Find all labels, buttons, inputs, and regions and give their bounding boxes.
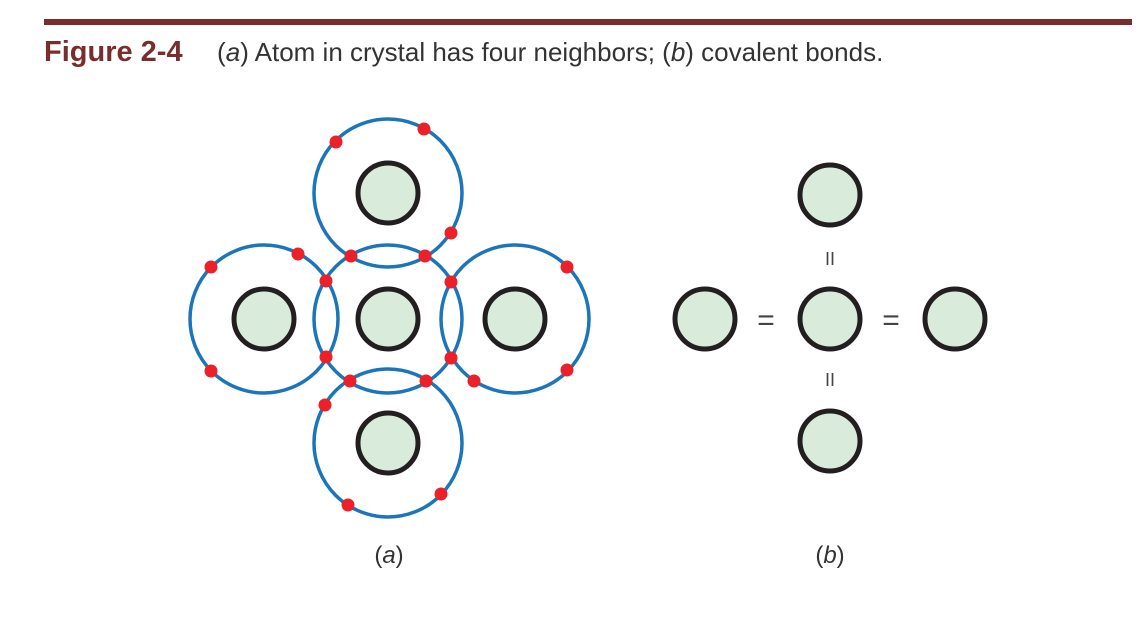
electron bbox=[418, 249, 432, 263]
bond-left: = bbox=[757, 304, 775, 337]
electron bbox=[444, 275, 458, 289]
electron bbox=[319, 274, 333, 288]
bond-bottom: II bbox=[825, 370, 835, 390]
atom-left bbox=[672, 286, 738, 352]
electron bbox=[560, 363, 574, 377]
panel-b-label: (b) bbox=[815, 542, 844, 569]
nucleus-left bbox=[231, 286, 297, 352]
atom-right bbox=[922, 286, 988, 352]
nucleus-bottom bbox=[355, 410, 421, 476]
figure-label: Figure 2-4 bbox=[44, 36, 183, 68]
atom-top bbox=[797, 162, 863, 228]
electron bbox=[204, 260, 218, 274]
electron bbox=[444, 226, 458, 240]
top-rule bbox=[44, 19, 1132, 25]
panel-a-label: (a) bbox=[374, 542, 403, 569]
atom-bottom bbox=[797, 408, 863, 474]
bond-top: II bbox=[825, 249, 835, 269]
nucleus-top bbox=[355, 160, 421, 226]
nucleus-right bbox=[482, 286, 548, 352]
electron bbox=[419, 374, 433, 388]
bond-right: = bbox=[882, 304, 900, 337]
orbit-center bbox=[312, 243, 464, 395]
electron bbox=[343, 374, 357, 388]
atom-center bbox=[797, 286, 863, 352]
caption-part: a bbox=[225, 37, 241, 67]
orbit-left bbox=[188, 243, 340, 395]
panel-a-crystal-atoms bbox=[188, 117, 591, 519]
nucleus-center bbox=[355, 286, 421, 352]
electron bbox=[417, 122, 431, 136]
caption-part: b bbox=[670, 37, 686, 67]
figure-caption: Figure 2-4 (a) Atom in crystal has four … bbox=[44, 36, 883, 69]
caption-part: ) Atom in crystal has four neighbors; ( bbox=[240, 37, 671, 67]
electron bbox=[434, 487, 448, 501]
electron bbox=[467, 374, 481, 388]
panel-b-covalent-bonds bbox=[672, 162, 988, 474]
electron bbox=[318, 398, 332, 412]
caption-part: ) covalent bonds. bbox=[685, 37, 884, 67]
orbit-bottom bbox=[312, 367, 464, 519]
electron bbox=[291, 247, 305, 261]
electron bbox=[341, 498, 355, 512]
electron bbox=[329, 135, 343, 149]
electron bbox=[319, 350, 333, 364]
electron bbox=[344, 249, 358, 263]
electron bbox=[444, 351, 458, 365]
electron bbox=[560, 260, 574, 274]
orbit-right bbox=[439, 243, 591, 395]
orbit-top bbox=[312, 117, 464, 269]
electron bbox=[204, 364, 218, 378]
caption-part: ( bbox=[217, 37, 226, 67]
figure-caption-text: (a) Atom in crystal has four neighbors; … bbox=[217, 37, 883, 67]
